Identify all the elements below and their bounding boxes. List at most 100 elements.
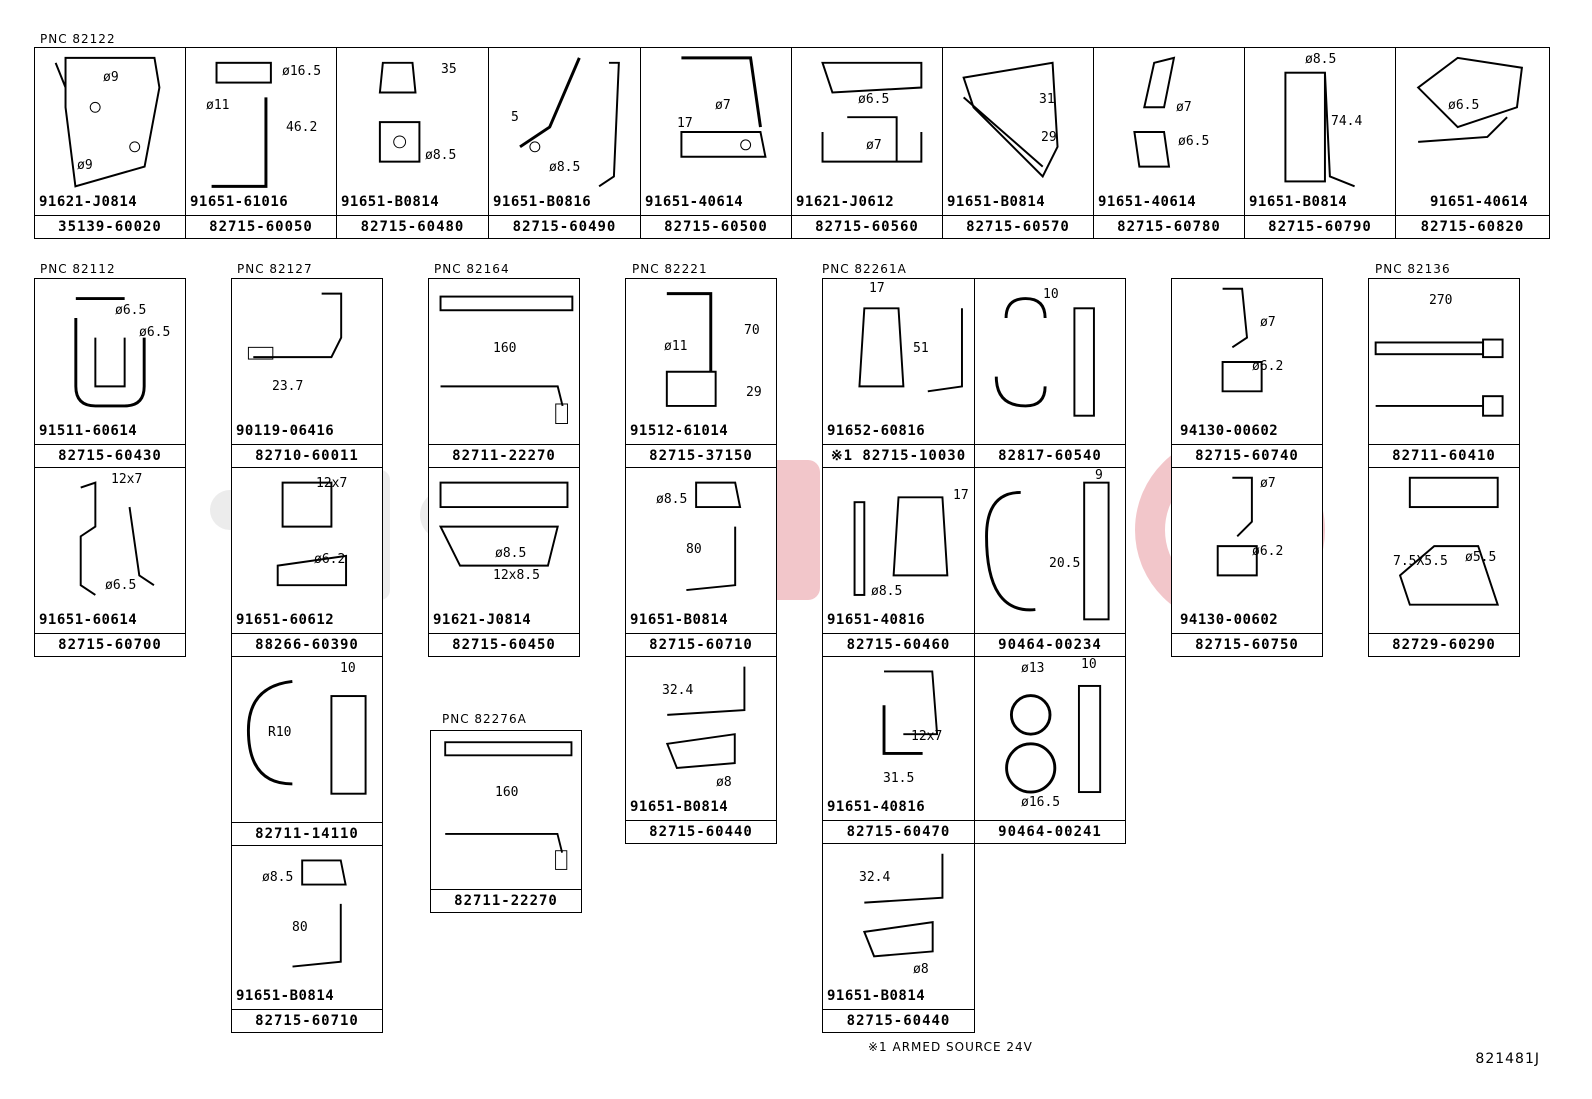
part-cell-82711-60410[interactable]: 270 82711-60410 — [1368, 278, 1520, 468]
bolt-number: 91651-40816 — [827, 612, 926, 628]
part-number: 82715-60750 — [1172, 633, 1322, 656]
part-number: 90464-00234 — [975, 633, 1125, 656]
part-cell-82711-14110[interactable]: 10 R10 82711-14110 — [231, 656, 383, 846]
part-cell-82711-22270-b[interactable]: 160 82711-22270 — [430, 730, 582, 913]
bolt-number: 94130-00602 — [1180, 423, 1279, 439]
part-cell-82715-60780[interactable]: ø7 ø6.5 91651-40614 82715-60780 — [1093, 47, 1245, 239]
part-cell-82711-22270-a[interactable]: 160 82711-22270 — [428, 278, 580, 468]
part-cell-82715-60570[interactable]: 31 29 91651-B0814 82715-60570 — [942, 47, 1094, 239]
bracket-drawing — [626, 657, 776, 821]
dimension-label: 31.5 — [883, 771, 915, 786]
bracket-drawing — [823, 279, 974, 445]
part-number: 82711-60410 — [1369, 444, 1519, 467]
part-cell-82729-60290[interactable]: 7.5X5.5 ø5.5 82729-60290 — [1368, 467, 1520, 657]
part-cell-90464-00234[interactable]: 9 20.5 90464-00234 — [974, 467, 1126, 657]
part-number: 82715-60700 — [35, 633, 185, 656]
part-cell-82715-60430[interactable]: ø6.5 ø6.5 91511-60614 82715-60430 — [34, 278, 186, 468]
part-cell-82715-60790[interactable]: ø8.5 74.4 91651-B0814 82715-60790 — [1244, 47, 1396, 239]
pnc-label-82136: PNC 82136 — [1375, 262, 1451, 276]
dimension-label: R10 — [268, 725, 292, 740]
bolt-number: 91652-60816 — [827, 423, 926, 439]
dimension-label: ø8.5 — [549, 160, 581, 175]
dimension-label: ø6.2 — [1252, 544, 1284, 559]
dimension-label: ø6.5 — [115, 303, 147, 318]
bolt-number: 91651-61016 — [190, 194, 289, 210]
part-cell-82710-60011[interactable]: 23.7 90119-06416 82710-60011 — [231, 278, 383, 468]
part-number: 82715-60790 — [1245, 215, 1395, 238]
part-number: 82817-60540 — [975, 444, 1125, 467]
part-number: 35139-60020 — [35, 215, 185, 238]
cable-tie-drawing — [1369, 279, 1519, 445]
part-cell-82715-60700[interactable]: 12x7 ø6.5 91651-60614 82715-60700 — [34, 467, 186, 657]
part-number: 82715-60480 — [337, 215, 488, 238]
dimension-label: ø7 — [866, 138, 882, 153]
part-cell-82715-60490[interactable]: 5 ø8.5 91651-B0816 82715-60490 — [488, 47, 641, 239]
pnc-label-82221: PNC 82221 — [632, 262, 708, 276]
dimension-label: ø7 — [1260, 476, 1276, 491]
cable-tie-drawing — [429, 279, 579, 445]
dimension-label: ø6.5 — [139, 325, 171, 340]
part-cell-82715-60440-b[interactable]: 32.4 ø8 91651-B0814 82715-60440 — [822, 843, 975, 1033]
dimension-label: ø7 — [1260, 315, 1276, 330]
dimension-label: ø6.2 — [314, 552, 346, 567]
part-cell-82715-60460[interactable]: 17 ø8.5 91651-40816 82715-60460 — [822, 467, 975, 657]
dimension-label: 80 — [292, 920, 308, 935]
dimension-label: 10 — [340, 661, 356, 676]
bracket-drawing — [641, 48, 791, 216]
dimension-label: ø6.5 — [105, 578, 137, 593]
bracket-drawing — [232, 846, 382, 1010]
part-cell-82715-60440-a[interactable]: 32.4 ø8 91651-B0814 82715-60440 — [625, 656, 777, 844]
bracket-drawing — [1245, 48, 1395, 216]
dimension-label: ø8.5 — [495, 546, 527, 561]
part-cell-82715-60820[interactable]: ø6.5 91651-40614 82715-60820 — [1395, 47, 1550, 239]
dimension-label: 12x7 — [111, 472, 143, 487]
bracket-drawing — [429, 468, 579, 634]
part-cell-82715-60450[interactable]: ø8.5 12x8.5 91621-J0814 82715-60450 — [428, 467, 580, 657]
dimension-label: ø13 — [1021, 661, 1045, 676]
dimension-label: 32.4 — [662, 683, 694, 698]
dimension-label: ø8 — [716, 775, 732, 790]
part-number: 82729-60290 — [1369, 633, 1519, 656]
bolt-number: 91651-B0814 — [947, 194, 1046, 210]
part-cell-82715-60470[interactable]: 12x7 31.5 91651-40816 82715-60470 — [822, 656, 975, 844]
bolt-number: 91651-40614 — [1098, 194, 1197, 210]
dimension-label: 7.5X5.5 — [1393, 554, 1448, 569]
bracket-drawing — [626, 279, 776, 445]
part-cell-82715-60480[interactable]: 35 ø8.5 91651-B0814 82715-60480 — [336, 47, 489, 239]
bolt-number: 91651-B0814 — [630, 799, 729, 815]
part-cell-82715-60710-b[interactable]: ø8.5 80 91651-B0814 82715-60710 — [625, 467, 777, 657]
part-cell-82817-60540[interactable]: 10 82817-60540 — [974, 278, 1126, 468]
part-cell-82715-10030[interactable]: 17 51 91652-60816 ※1 82715-10030 — [822, 278, 975, 468]
bolt-number: 94130-00602 — [1180, 612, 1279, 628]
pnc-label-82261a: PNC 82261A — [822, 262, 907, 276]
part-cell-90464-00241[interactable]: ø13 10 ø16.5 90464-00241 — [974, 656, 1126, 844]
dimension-label: ø7 — [1176, 100, 1192, 115]
part-cell-82715-60740[interactable]: ø7 ø6.2 94130-00602 82715-60740 — [1171, 278, 1323, 468]
part-cell-82715-60710-a[interactable]: ø8.5 80 91651-B0814 82715-60710 — [231, 845, 383, 1033]
bolt-number: 91651-B0814 — [827, 988, 926, 1004]
part-cell-88266-60390[interactable]: 12x7 ø6.2 91651-60612 88266-60390 — [231, 467, 383, 657]
footnote: ※1 ARMED SOURCE 24V — [868, 1040, 1033, 1054]
dimension-label: 32.4 — [859, 870, 891, 885]
part-cell-82715-60050[interactable]: ø16.5 ø11 46.2 91651-61016 82715-60050 — [185, 47, 337, 239]
bolt-number: 91651-60612 — [236, 612, 335, 628]
part-cell-82715-60500[interactable]: 17 ø7 91651-40614 82715-60500 — [640, 47, 792, 239]
bolt-number: 91651-B0814 — [630, 612, 729, 628]
dimension-label: 12x7 — [316, 476, 348, 491]
bracket-drawing — [823, 657, 974, 821]
cable-tie-drawing — [431, 731, 581, 890]
part-cell-82715-60560[interactable]: ø6.5 ø7 91621-J0612 82715-60560 — [791, 47, 943, 239]
dimension-label: 35 — [441, 62, 457, 77]
part-number: 82715-60460 — [823, 633, 974, 656]
bolt-number: 91651-40614 — [1430, 194, 1529, 210]
part-cell-82715-60750[interactable]: ø7 ø6.2 94130-00602 82715-60750 — [1171, 467, 1323, 657]
bracket-drawing — [1094, 48, 1244, 216]
bracket-drawing — [35, 468, 185, 634]
bolt-number: 91651-60614 — [39, 612, 138, 628]
bolt-number: 91621-J0814 — [433, 612, 532, 628]
bolt-number: 91651-B0814 — [236, 988, 335, 1004]
part-cell-82715-37150[interactable]: 70 ø11 29 91512-61014 82715-37150 — [625, 278, 777, 468]
part-number: 82715-60710 — [626, 633, 776, 656]
part-cell-35139-60020[interactable]: ø9 ø9 91621-J0814 35139-60020 — [34, 47, 186, 239]
dimension-label: 160 — [493, 341, 517, 356]
